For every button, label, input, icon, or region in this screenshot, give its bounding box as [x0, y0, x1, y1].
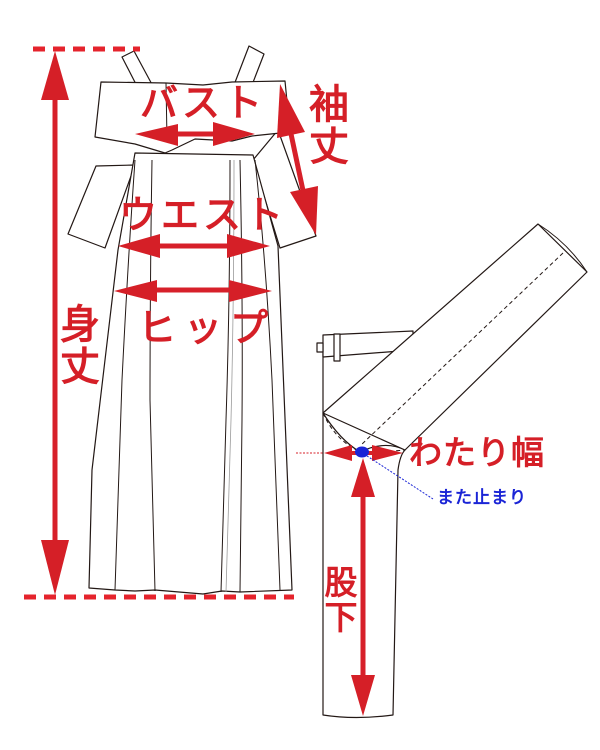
crotch-point-marker [355, 446, 434, 500]
right-strap [233, 45, 265, 86]
waist-arrow [118, 234, 270, 258]
bust-arrow [135, 122, 255, 146]
thigh-width-label: わたり幅 [409, 433, 545, 472]
hip-label: ヒップ [138, 306, 277, 350]
seam [225, 159, 235, 593]
seam [114, 159, 136, 591]
crease-line [360, 252, 564, 446]
inseam-arrow [351, 458, 375, 716]
waist-label: ウエスト [119, 193, 288, 237]
hem [537, 223, 588, 273]
seam [220, 159, 231, 593]
seam [254, 159, 281, 591]
button [316, 342, 324, 353]
crotch-point-label: また止まり [437, 488, 527, 508]
left-sleeve [67, 164, 136, 249]
belt-loop [333, 333, 341, 362]
seam [239, 159, 243, 593]
hip-arrow [114, 280, 272, 302]
sleeve-length-arrow [277, 84, 318, 235]
body-length-label: 身丈 [60, 302, 100, 390]
inseam-label: 股下 [324, 563, 358, 637]
sleeve-length-label: 袖丈 [309, 82, 349, 170]
bust-label: バスト [140, 81, 267, 125]
body-length-arrow [24, 46, 294, 600]
